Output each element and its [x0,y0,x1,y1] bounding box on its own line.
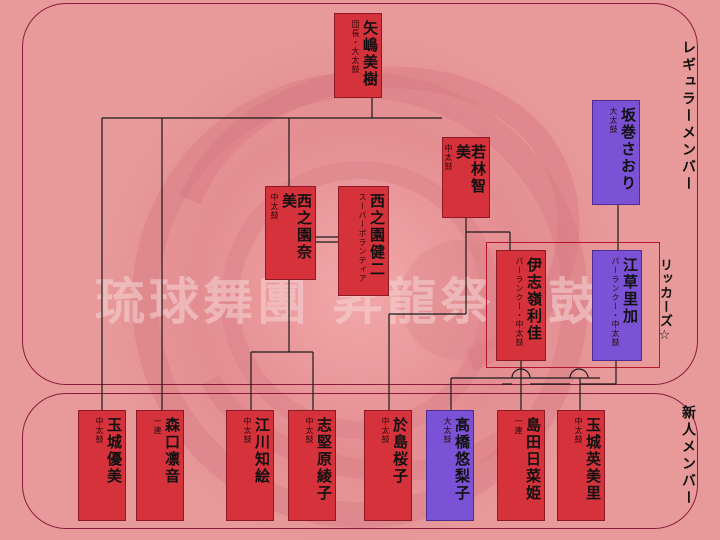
new-members-region [22,393,698,529]
member-sakamaki: 坂巻さおり 大太鼓 [592,100,640,205]
member-ekusa: 江草里加 パーランクー・中太鼓 [592,250,642,361]
member-role: 中太鼓 [95,417,104,444]
member-name: 於島桜子 [391,417,409,485]
member-role: 中太鼓 [270,193,279,220]
member-wakabayashi: 若林智美 中太鼓 [442,137,490,218]
rikkers-label: リッカーズ☆ [657,258,672,344]
member-role: パーランクー・中太鼓 [515,257,524,347]
member-role: 中太鼓 [305,417,314,444]
rikkers-group-frame [486,242,660,368]
new-members-label: 新人メンバー [680,405,696,507]
member-role: 中太鼓 [574,417,583,444]
member-name: 江草里加 [621,257,639,325]
member-role: スーパーボランティア [358,193,367,283]
member-nishinosono-kenji: 西之園健二 スーパーボランティア [338,186,389,296]
member-tamaki-emi: 玉城英美里 中太鼓 [557,410,605,521]
member-name: 伊志嶺利佳 [525,257,543,342]
member-shimada: 島田日菜姫 一連 [497,410,545,521]
member-role: 大太鼓 [443,417,452,444]
member-role: 中太鼓 [381,417,390,444]
member-egawa: 江川知絵 中太鼓 [226,410,274,521]
member-mori: 森口凛音 一連 [136,410,184,521]
member-name: 矢嶋美樹 [361,20,379,88]
member-name: 坂巻さおり [619,107,637,192]
member-role: パーランクー・中太鼓 [611,257,620,347]
member-role: 団長・大太鼓 [351,20,360,74]
member-name: 森口凛音 [163,417,181,485]
member-nishinosono-nami: 西之園奈美 中太鼓 [265,186,316,280]
member-name: 島田日菜姫 [524,417,542,502]
member-shiken: 志堅原綾子 中太鼓 [288,410,336,521]
member-name: 江川知絵 [253,417,271,485]
member-role: 一連 [153,417,162,435]
member-role: 中太鼓 [444,144,453,171]
member-name: 志堅原綾子 [315,417,333,502]
member-name: 玉城優美 [105,417,123,485]
member-tamaki-yumi: 玉城優美 中太鼓 [78,410,126,521]
member-role: 大太鼓 [609,107,618,134]
member-name: 西之園健二 [368,193,386,278]
member-ishimine: 伊志嶺利佳 パーランクー・中太鼓 [496,250,546,361]
member-name: 髙橋悠梨子 [453,417,471,502]
member-takahashi: 髙橋悠梨子 大太鼓 [426,410,474,521]
member-yajima: 矢嶋美樹 団長・大太鼓 [334,13,382,98]
member-name: 西之園奈美 [280,193,313,261]
regular-members-label: レギュラーメンバー [680,40,696,193]
member-role: 一連 [514,417,523,435]
member-name: 若林智美 [454,144,487,195]
member-name: 玉城英美里 [584,417,602,502]
regular-members-region [22,3,698,385]
member-oshima: 於島桜子 中太鼓 [364,410,412,521]
member-role: 中太鼓 [243,417,252,444]
